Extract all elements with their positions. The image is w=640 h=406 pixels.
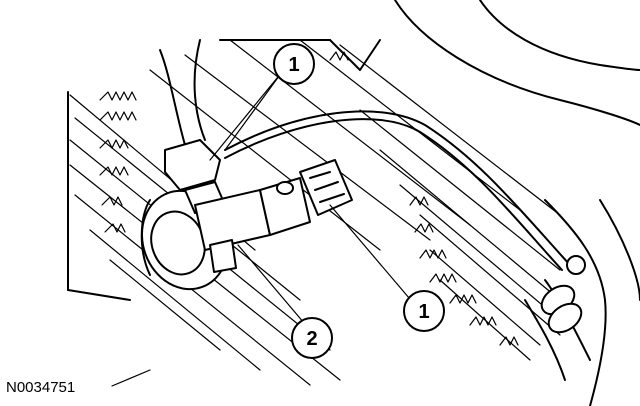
hvac-housing bbox=[394, 0, 640, 406]
callout-label: 2 bbox=[306, 328, 317, 350]
refrigerant-lines bbox=[159, 39, 591, 381]
evaporator-fins bbox=[67, 39, 561, 386]
leader-lines bbox=[209, 71, 416, 331]
callout-label: 1 bbox=[288, 54, 299, 76]
callout-1-top: 1 bbox=[273, 43, 315, 85]
callout-label: 1 bbox=[418, 301, 429, 323]
figure-id: N0034751 bbox=[6, 379, 75, 396]
callout-1-bottom: 1 bbox=[403, 290, 445, 332]
callout-2: 2 bbox=[291, 317, 333, 359]
expansion-valve bbox=[140, 139, 353, 291]
